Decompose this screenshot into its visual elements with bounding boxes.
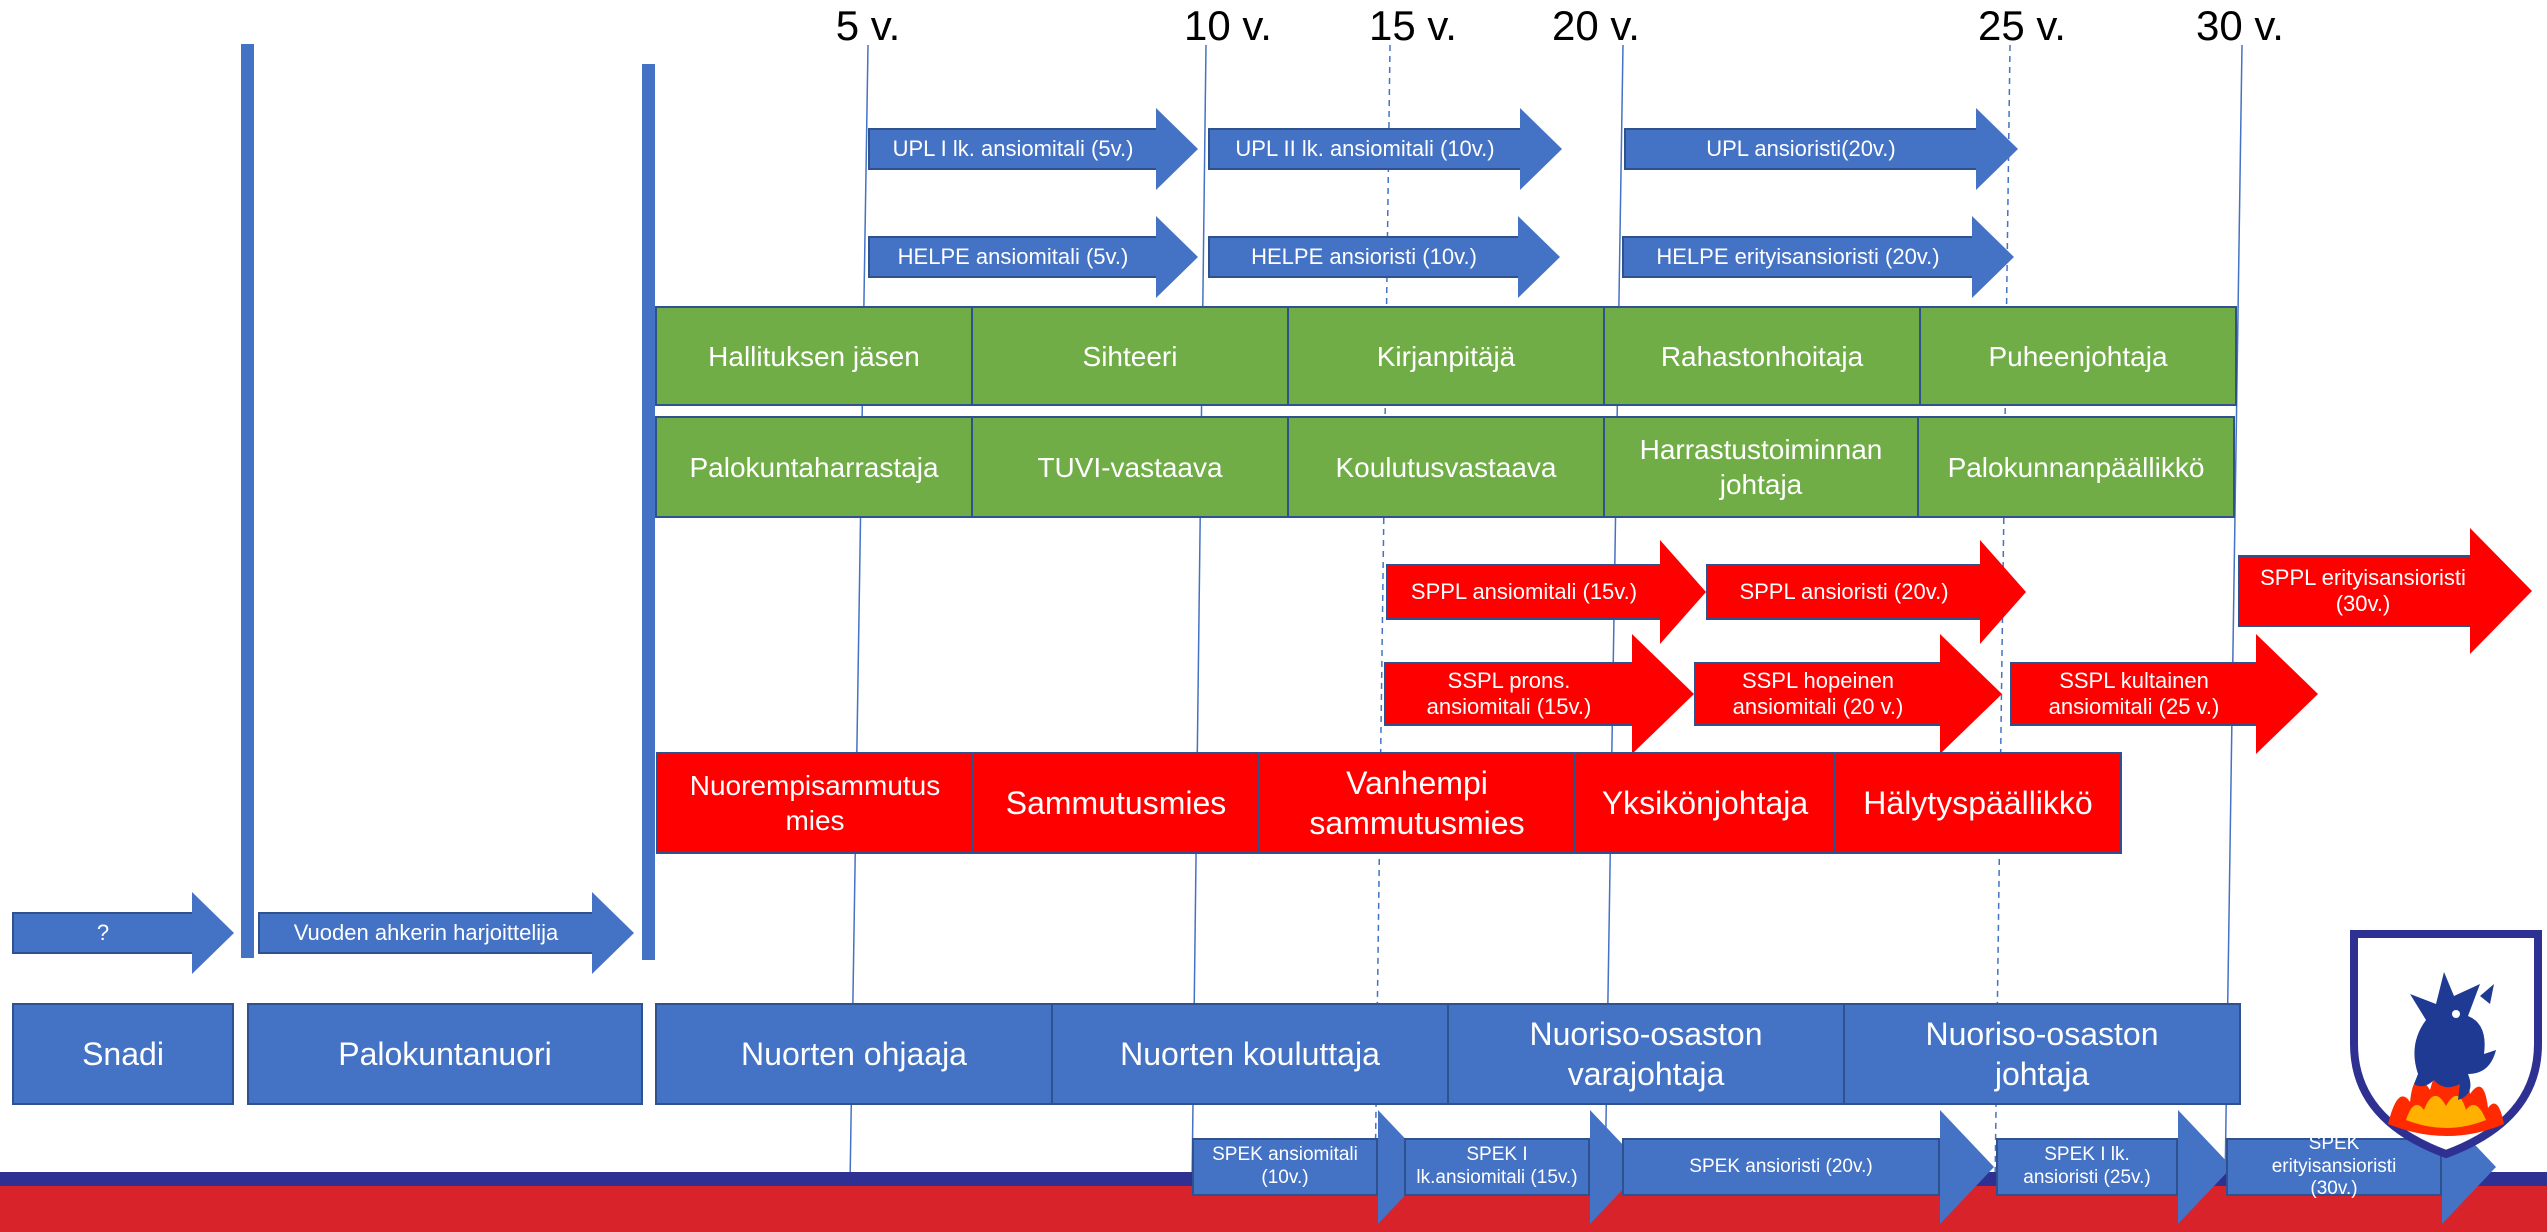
sppl-arrow-1: SPPL ansiomitali (15v.) bbox=[1386, 540, 1706, 644]
guide-line-30 bbox=[2224, 44, 2243, 1186]
ff-role-junior: Nuorempisammutus mies bbox=[656, 752, 974, 854]
hobby-role-tuvi: TUVI-vastaava bbox=[971, 416, 1289, 518]
upl-arrow-3: UPL ansioristi(20v.) bbox=[1624, 108, 2018, 190]
year-label-30: 30 v. bbox=[2196, 2, 2284, 49]
year-label-15: 15 v. bbox=[1369, 2, 1457, 49]
youth-role-vice-leader: Nuoriso-osaston varajohtaja bbox=[1447, 1003, 1845, 1105]
youth-role-palokuntanuori: Palokuntanuori bbox=[247, 1003, 643, 1105]
sspl-arrow-1: SSPL prons. ansiomitali (15v.) bbox=[1384, 634, 1694, 754]
spek-arrow-4: SPEK I lk. ansioristi (25v.) bbox=[1996, 1110, 2232, 1224]
guide-line-5 bbox=[849, 44, 869, 1186]
board-role-chair: Puheenjohtaja bbox=[1919, 306, 2237, 406]
board-role-secretary: Sihteeri bbox=[971, 306, 1289, 406]
separator-bar-1 bbox=[241, 44, 254, 958]
youth-role-kouluttaja: Nuorten kouluttaja bbox=[1051, 1003, 1449, 1105]
hobby-role-training: Koulutusvastaava bbox=[1287, 416, 1605, 518]
ff-role-senior: Vanhempi sammutusmies bbox=[1258, 752, 1576, 854]
youth-role-leader: Nuoriso-osaston johtaja bbox=[1843, 1003, 2241, 1105]
guide-line-15 bbox=[1374, 44, 1391, 1186]
wolf-and-flames-emblem-icon bbox=[2348, 924, 2544, 1160]
helpe-arrow-1: HELPE ansiomitali (5v.) bbox=[868, 216, 1198, 298]
sppl-arrow-3: SPPL erityisansioristi (30v.) bbox=[2238, 528, 2532, 654]
youth-arrow-question: ? bbox=[12, 892, 234, 974]
board-role-treasurer: Rahastonhoitaja bbox=[1603, 306, 1921, 406]
spek-arrow-2: SPEK I lk.ansiomitali (15v.) bbox=[1404, 1110, 1644, 1224]
ff-role-unit-leader: Yksikönjohtaja bbox=[1574, 752, 1836, 854]
youth-arrow-best-trainee: Vuoden ahkerin harjoittelija bbox=[258, 892, 634, 974]
youth-role-ohjaaja: Nuorten ohjaaja bbox=[655, 1003, 1053, 1105]
ff-role-alarm-chief: Hälytyspäällikkö bbox=[1834, 752, 2122, 854]
youth-role-snadi: Snadi bbox=[12, 1003, 234, 1105]
guide-line-10 bbox=[1191, 44, 1207, 1186]
sspl-arrow-3: SSPL kultainen ansiomitali (25 v.) bbox=[2010, 634, 2318, 754]
board-role-member: Hallituksen jäsen bbox=[655, 306, 973, 406]
upl-arrow-2: UPL II lk. ansiomitali (10v.) bbox=[1208, 108, 1562, 190]
hobby-role-chief: Palokunnanpäällikkö bbox=[1917, 416, 2235, 518]
board-role-accountant: Kirjanpitäjä bbox=[1287, 306, 1605, 406]
spek-arrow-3: SPEK ansioristi (20v.) bbox=[1622, 1110, 1994, 1224]
spek-arrow-1: SPEK ansiomitali (10v.) bbox=[1192, 1110, 1432, 1224]
hobby-role-activity-leader: Harrastustoiminnan johtaja bbox=[1603, 416, 1919, 518]
helpe-arrow-3: HELPE erityisansioristi (20v.) bbox=[1622, 216, 2014, 298]
sppl-arrow-2: SPPL ansioristi (20v.) bbox=[1706, 540, 2026, 644]
hobby-role-enthusiast: Palokuntaharrastaja bbox=[655, 416, 973, 518]
year-label-5: 5 v. bbox=[835, 2, 901, 49]
helpe-arrow-2: HELPE ansioristi (10v.) bbox=[1208, 216, 1560, 298]
separator-bar-2 bbox=[642, 64, 655, 960]
year-label-10: 10 v. bbox=[1184, 2, 1272, 49]
ff-role-firefighter: Sammutusmies bbox=[972, 752, 1260, 854]
year-label-20: 20 v. bbox=[1552, 2, 1640, 49]
upl-arrow-1: UPL I lk. ansiomitali (5v.) bbox=[868, 108, 1198, 190]
sspl-arrow-2: SSPL hopeinen ansiomitali (20 v.) bbox=[1694, 634, 2002, 754]
year-label-25: 25 v. bbox=[1978, 2, 2066, 49]
